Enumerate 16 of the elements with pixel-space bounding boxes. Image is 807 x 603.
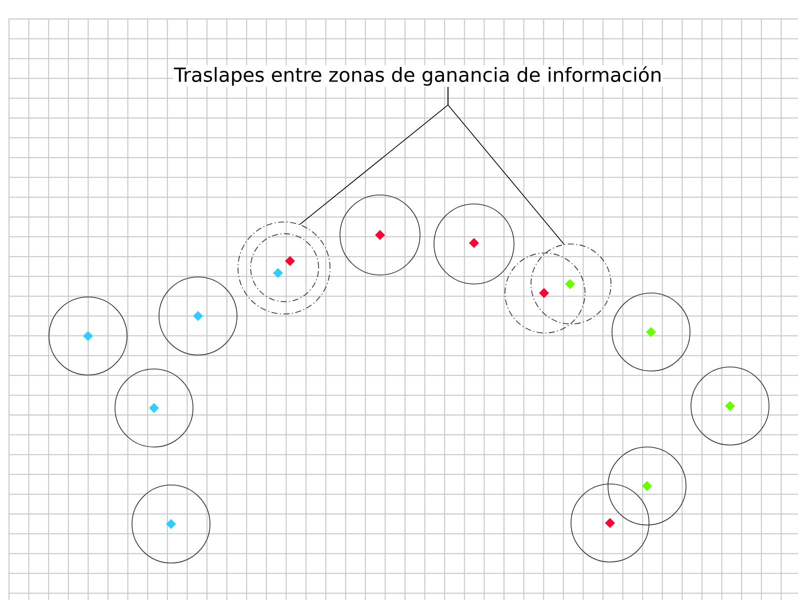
circle bbox=[690, 366, 770, 446]
dashed-circle bbox=[250, 233, 319, 302]
circle bbox=[114, 368, 194, 448]
circle bbox=[434, 204, 514, 284]
leader-line bbox=[448, 86, 564, 245]
circle bbox=[158, 276, 238, 356]
dashed-circle bbox=[504, 252, 586, 334]
circle bbox=[48, 296, 128, 376]
circle bbox=[132, 484, 210, 564]
circle bbox=[340, 194, 420, 276]
title-text: Traslapes entre zonas de ganancia de información bbox=[172, 65, 664, 87]
dashed-circle bbox=[530, 244, 612, 324]
dashed-circle bbox=[238, 222, 330, 314]
circle bbox=[612, 292, 690, 372]
circle bbox=[608, 446, 686, 526]
circle bbox=[570, 484, 650, 562]
